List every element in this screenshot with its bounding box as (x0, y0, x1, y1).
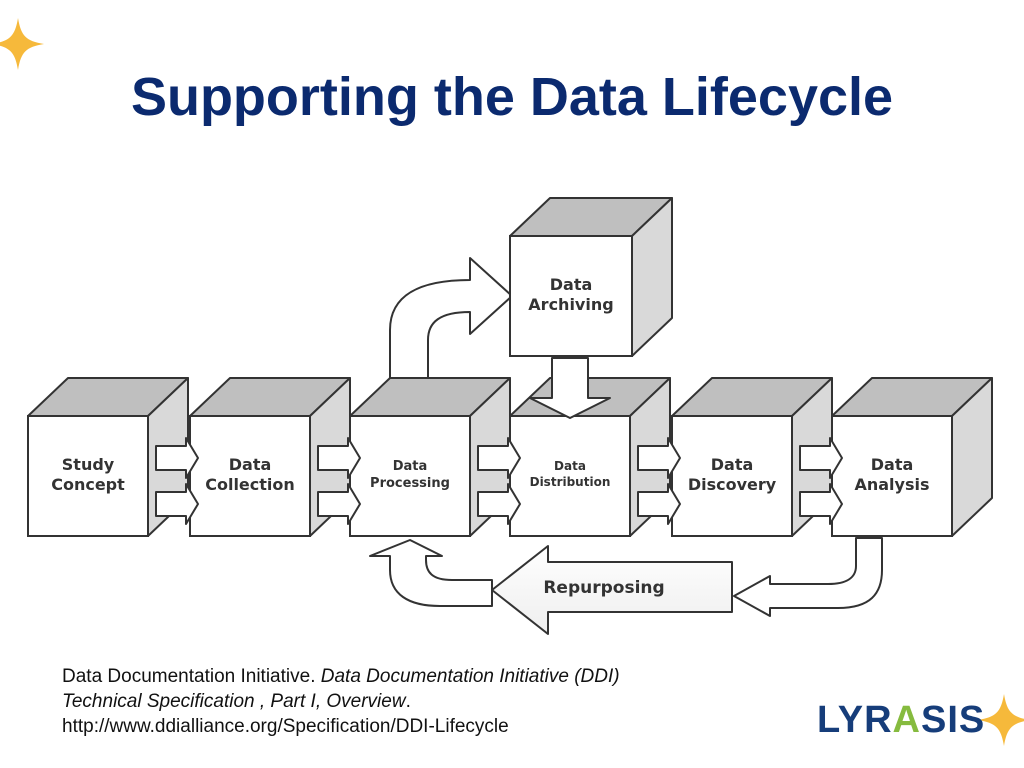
flow-arrow (799, 483, 843, 525)
repurposing-arrow (491, 545, 733, 635)
box-label-data-distribution-1: Distribution (530, 475, 611, 489)
logo-text-end: SIS (920, 699, 986, 741)
citation-line-1: Data Documentation Initiative. Data Docu… (62, 664, 782, 689)
box-label-data-collection-1: Collection (205, 475, 295, 494)
flow-arrow (637, 437, 681, 479)
citation-title: Data Documentation Initiative (DDI) (320, 666, 620, 687)
archive-down-arrow (529, 357, 611, 419)
citation-subtitle: Technical Specification , Part I, Overvi… (62, 691, 406, 712)
data-lifecycle-diagram: StudyConceptDataCollectionDataProcessing… (27, 197, 993, 635)
repurposing-tail-arrow (369, 539, 493, 607)
box-label-study-concept-0: Study (62, 455, 115, 474)
box-label-data-processing-0: Data (393, 459, 428, 474)
box-label-data-analysis-1: Analysis (854, 475, 929, 494)
lyrasis-logo: LYRASIS (817, 697, 985, 743)
box-label-data-archiving-1: Archiving (528, 295, 613, 314)
citation-line-2: Technical Specification , Part I, Overvi… (62, 689, 782, 714)
box-label-data-collection-0: Data (229, 455, 272, 474)
citation-author: Data Documentation Initiative. (62, 666, 321, 687)
box-label-data-archiving-0: Data (550, 275, 593, 294)
box-label-data-discovery-1: Discovery (688, 475, 777, 494)
citation-period: . (405, 691, 411, 712)
flow-arrow (155, 483, 199, 525)
repurposing-return-arrow (733, 537, 883, 617)
flow-arrow (317, 437, 361, 479)
flow-arrow (477, 483, 521, 525)
box-label-study-concept-1: Concept (51, 475, 125, 494)
flow-arrow (477, 437, 521, 479)
repurposing-label: Repurposing (543, 578, 664, 598)
box-label-data-distribution-0: Data (554, 459, 586, 473)
logo-text-accent: A (892, 699, 921, 741)
box-label-data-processing-1: Processing (370, 476, 450, 491)
citation-url[interactable]: http://www.ddialliance.org/Specification… (62, 716, 509, 737)
box-label-data-analysis-0: Data (871, 455, 914, 474)
citation: Data Documentation Initiative. Data Docu… (62, 664, 782, 739)
flow-arrow (799, 437, 843, 479)
sparkle-icon (0, 18, 44, 70)
flow-arrow (317, 483, 361, 525)
slide-title: Supporting the Data Lifecycle (130, 67, 894, 127)
sparkle-icon (978, 694, 1024, 746)
logo-text-main: LYR (817, 699, 893, 741)
box-label-data-discovery-0: Data (711, 455, 754, 474)
flow-arrow (637, 483, 681, 525)
flow-arrow (155, 437, 199, 479)
